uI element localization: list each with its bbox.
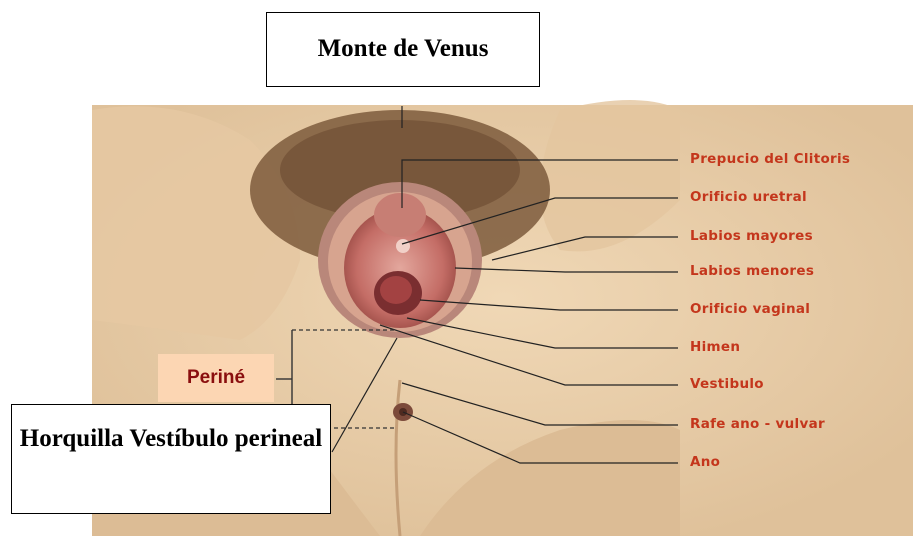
- perine-text: Periné: [187, 367, 245, 388]
- perine-label-box: Periné: [158, 354, 274, 402]
- horquilla-box: Horquilla Vestíbulo perineal: [11, 404, 331, 514]
- label-himen: Himen: [690, 339, 740, 355]
- monte-de-venus-box: Monte de Venus: [266, 12, 540, 87]
- label-rafe: Rafe ano - vulvar: [690, 416, 825, 432]
- label-orificio-uretral: Orificio uretral: [690, 189, 807, 205]
- label-prepucio: Prepucio del Clitoris: [690, 151, 850, 167]
- label-ano: Ano: [690, 454, 720, 470]
- label-orificio-vaginal: Orificio vaginal: [690, 301, 810, 317]
- monte-de-venus-text: Monte de Venus: [318, 35, 489, 62]
- label-labios-mayores: Labios mayores: [690, 228, 813, 244]
- horquilla-text: Horquilla Vestíbulo perineal: [20, 425, 322, 452]
- label-labios-menores: Labios menores: [690, 263, 814, 279]
- label-vestibulo: Vestibulo: [690, 376, 764, 392]
- urethral-orifice: [396, 239, 410, 253]
